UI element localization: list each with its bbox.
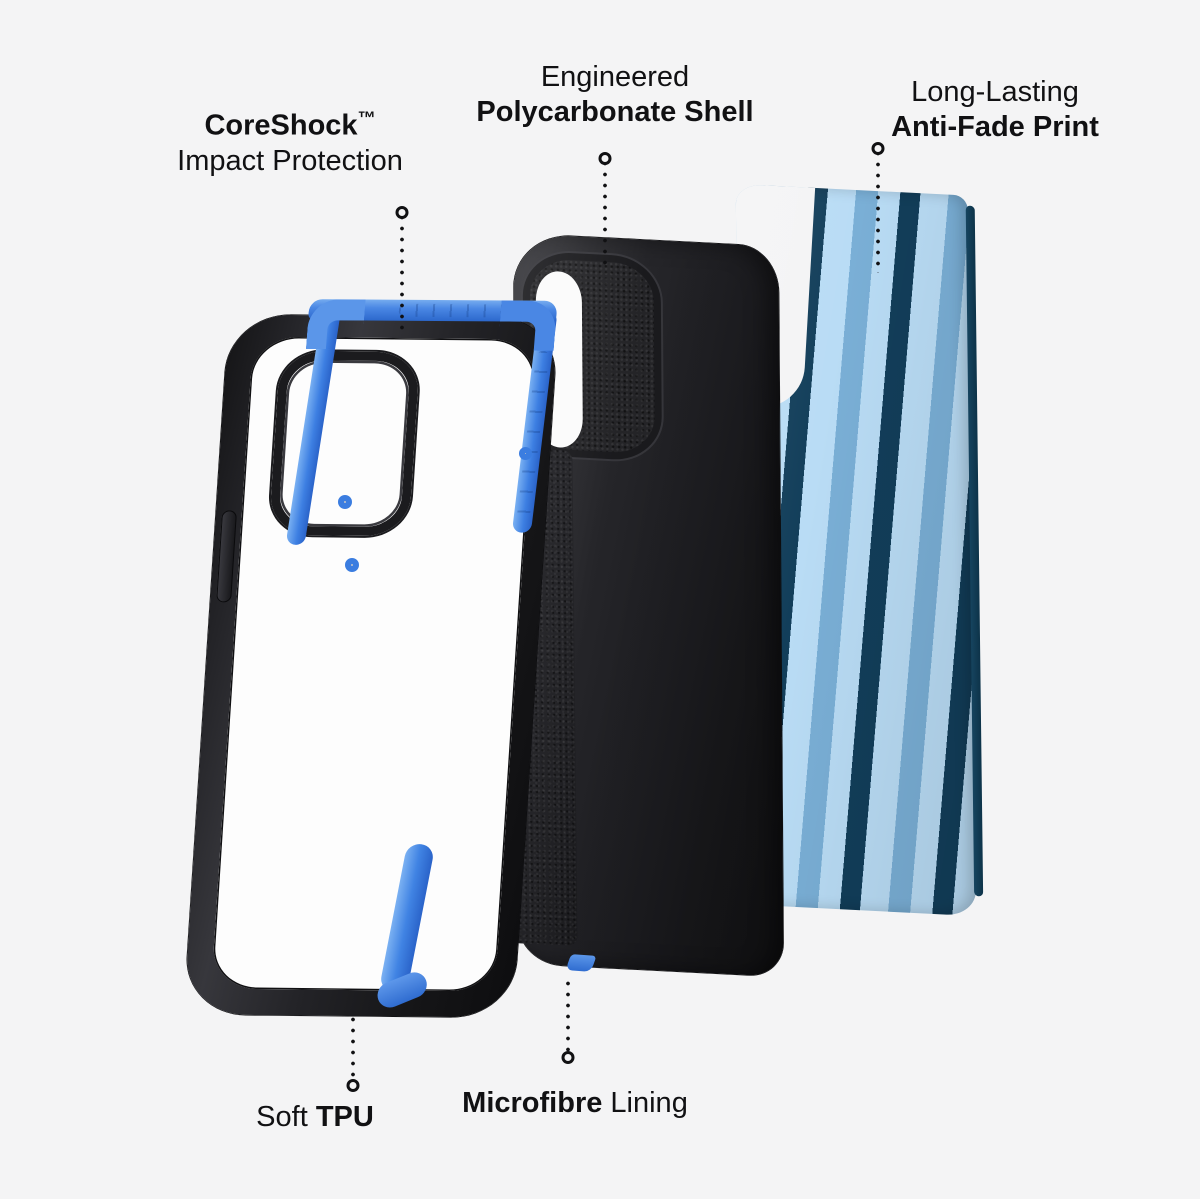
label-polycarbonate-line1: Engineered bbox=[540, 61, 690, 93]
leader-ring-icon bbox=[871, 142, 885, 155]
leader-dots bbox=[566, 978, 570, 1058]
label-polycarbonate-line2: Polycarbonate Shell bbox=[476, 96, 754, 129]
label-microfibre-lining: Microfibre Lining bbox=[420, 1086, 730, 1121]
label-microfibre-suffix: Lining bbox=[602, 1087, 688, 1119]
leader-ring-icon bbox=[561, 1051, 575, 1064]
leader-dots bbox=[603, 158, 607, 268]
leader-ring-icon bbox=[346, 1079, 360, 1092]
label-coreshock: CoreShock™ Impact Protection bbox=[140, 108, 440, 179]
blue-accent-ring-right bbox=[519, 447, 532, 460]
shell-blue-tab bbox=[565, 954, 597, 972]
leader-ring-icon bbox=[598, 152, 612, 165]
label-anti-fade-line2: Anti-Fade Print bbox=[891, 111, 1099, 144]
leader-dots bbox=[400, 212, 404, 330]
trademark-symbol: ™ bbox=[357, 108, 376, 128]
coreshock-blue-frame[interactable] bbox=[285, 299, 558, 551]
leader-dots bbox=[876, 148, 880, 273]
label-microfibre-emphasis: Microfibre bbox=[462, 1087, 603, 1119]
label-soft-tpu: Soft TPU bbox=[215, 1100, 415, 1135]
label-soft-tpu-emphasis: TPU bbox=[315, 1101, 374, 1133]
label-anti-fade-line1: Long-Lasting bbox=[911, 76, 1079, 108]
label-coreshock-line2: Impact Protection bbox=[177, 145, 403, 178]
blue-accent-ring-center bbox=[345, 558, 359, 572]
label-coreshock-line1: CoreShock™ bbox=[204, 108, 376, 142]
label-soft-tpu-prefix: Soft bbox=[256, 1101, 316, 1133]
blue-accent-ring-camera bbox=[338, 495, 352, 509]
label-anti-fade: Long-Lasting Anti-Fade Print bbox=[850, 75, 1140, 146]
leader-ring-icon bbox=[395, 206, 409, 219]
label-polycarbonate: Engineered Polycarbonate Shell bbox=[425, 60, 805, 131]
leader-dots bbox=[351, 1014, 355, 1086]
